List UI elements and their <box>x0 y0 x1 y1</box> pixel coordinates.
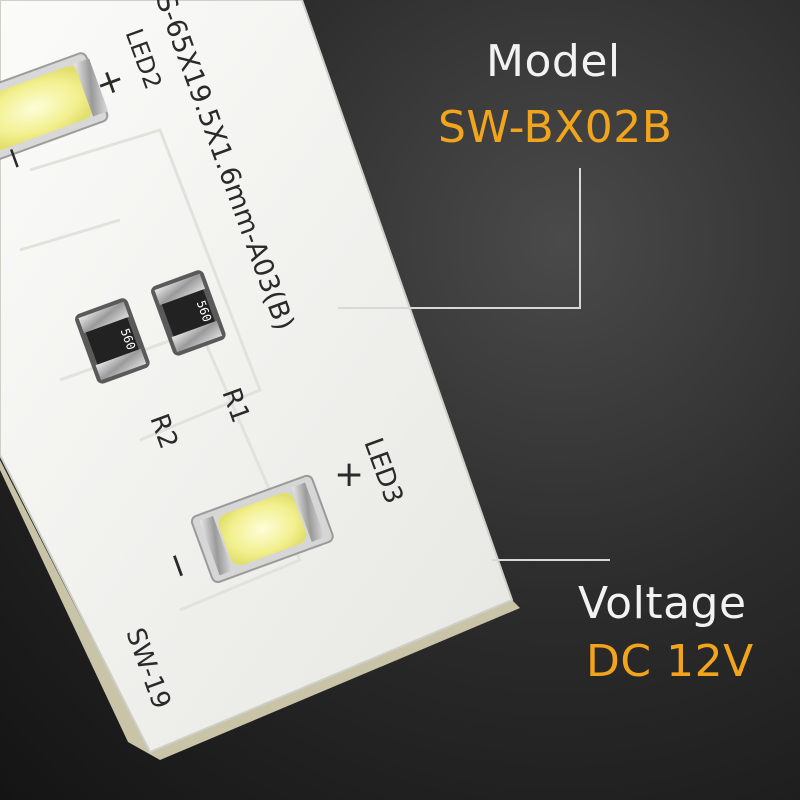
resistor-r1-value: 560 <box>194 299 215 324</box>
resistor-r2-value: 560 <box>118 327 139 352</box>
resistor-r2 <box>75 298 150 384</box>
model-label: Model <box>486 36 621 87</box>
voltage-value: DC 12V <box>586 636 754 687</box>
led3-component <box>190 474 334 584</box>
resistor-r1 <box>151 270 226 356</box>
led3-plus-sign: + <box>334 454 364 495</box>
voltage-label: Voltage <box>578 578 747 629</box>
led2-component <box>0 52 109 164</box>
model-leader-line <box>338 168 581 309</box>
model-value: SW-BX02B <box>438 102 673 153</box>
